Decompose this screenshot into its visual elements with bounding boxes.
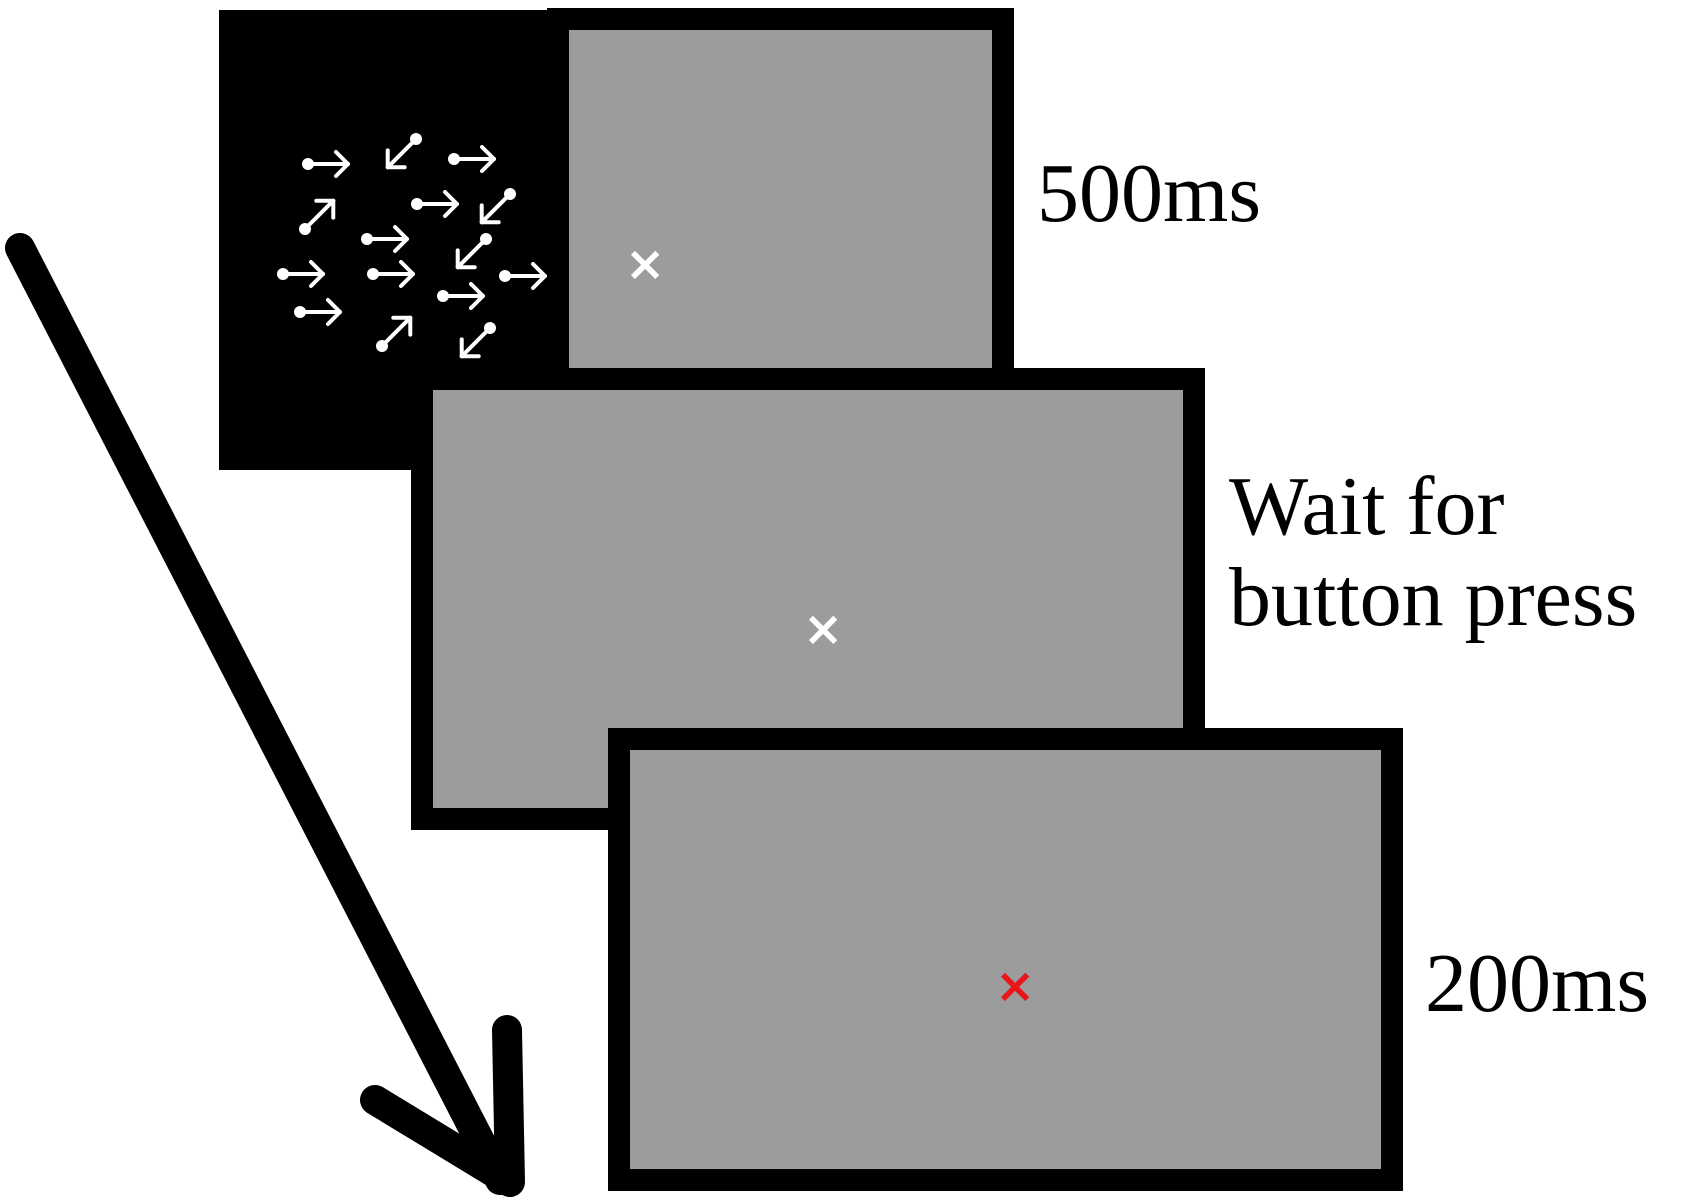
label-line-1: Wait for [1229,460,1505,553]
screen-feedback: × [608,728,1403,1191]
duration-label-200ms: 200ms [1425,937,1650,1030]
fixation-cross-white: × [625,236,666,292]
fixation-cross-white: × [803,601,844,657]
duration-label-wait: Wait for button press [1229,460,1638,644]
label-line-2: button press [1229,550,1638,644]
duration-label-500ms: 500ms [1037,147,1262,240]
fixation-cross-red: × [995,958,1036,1014]
